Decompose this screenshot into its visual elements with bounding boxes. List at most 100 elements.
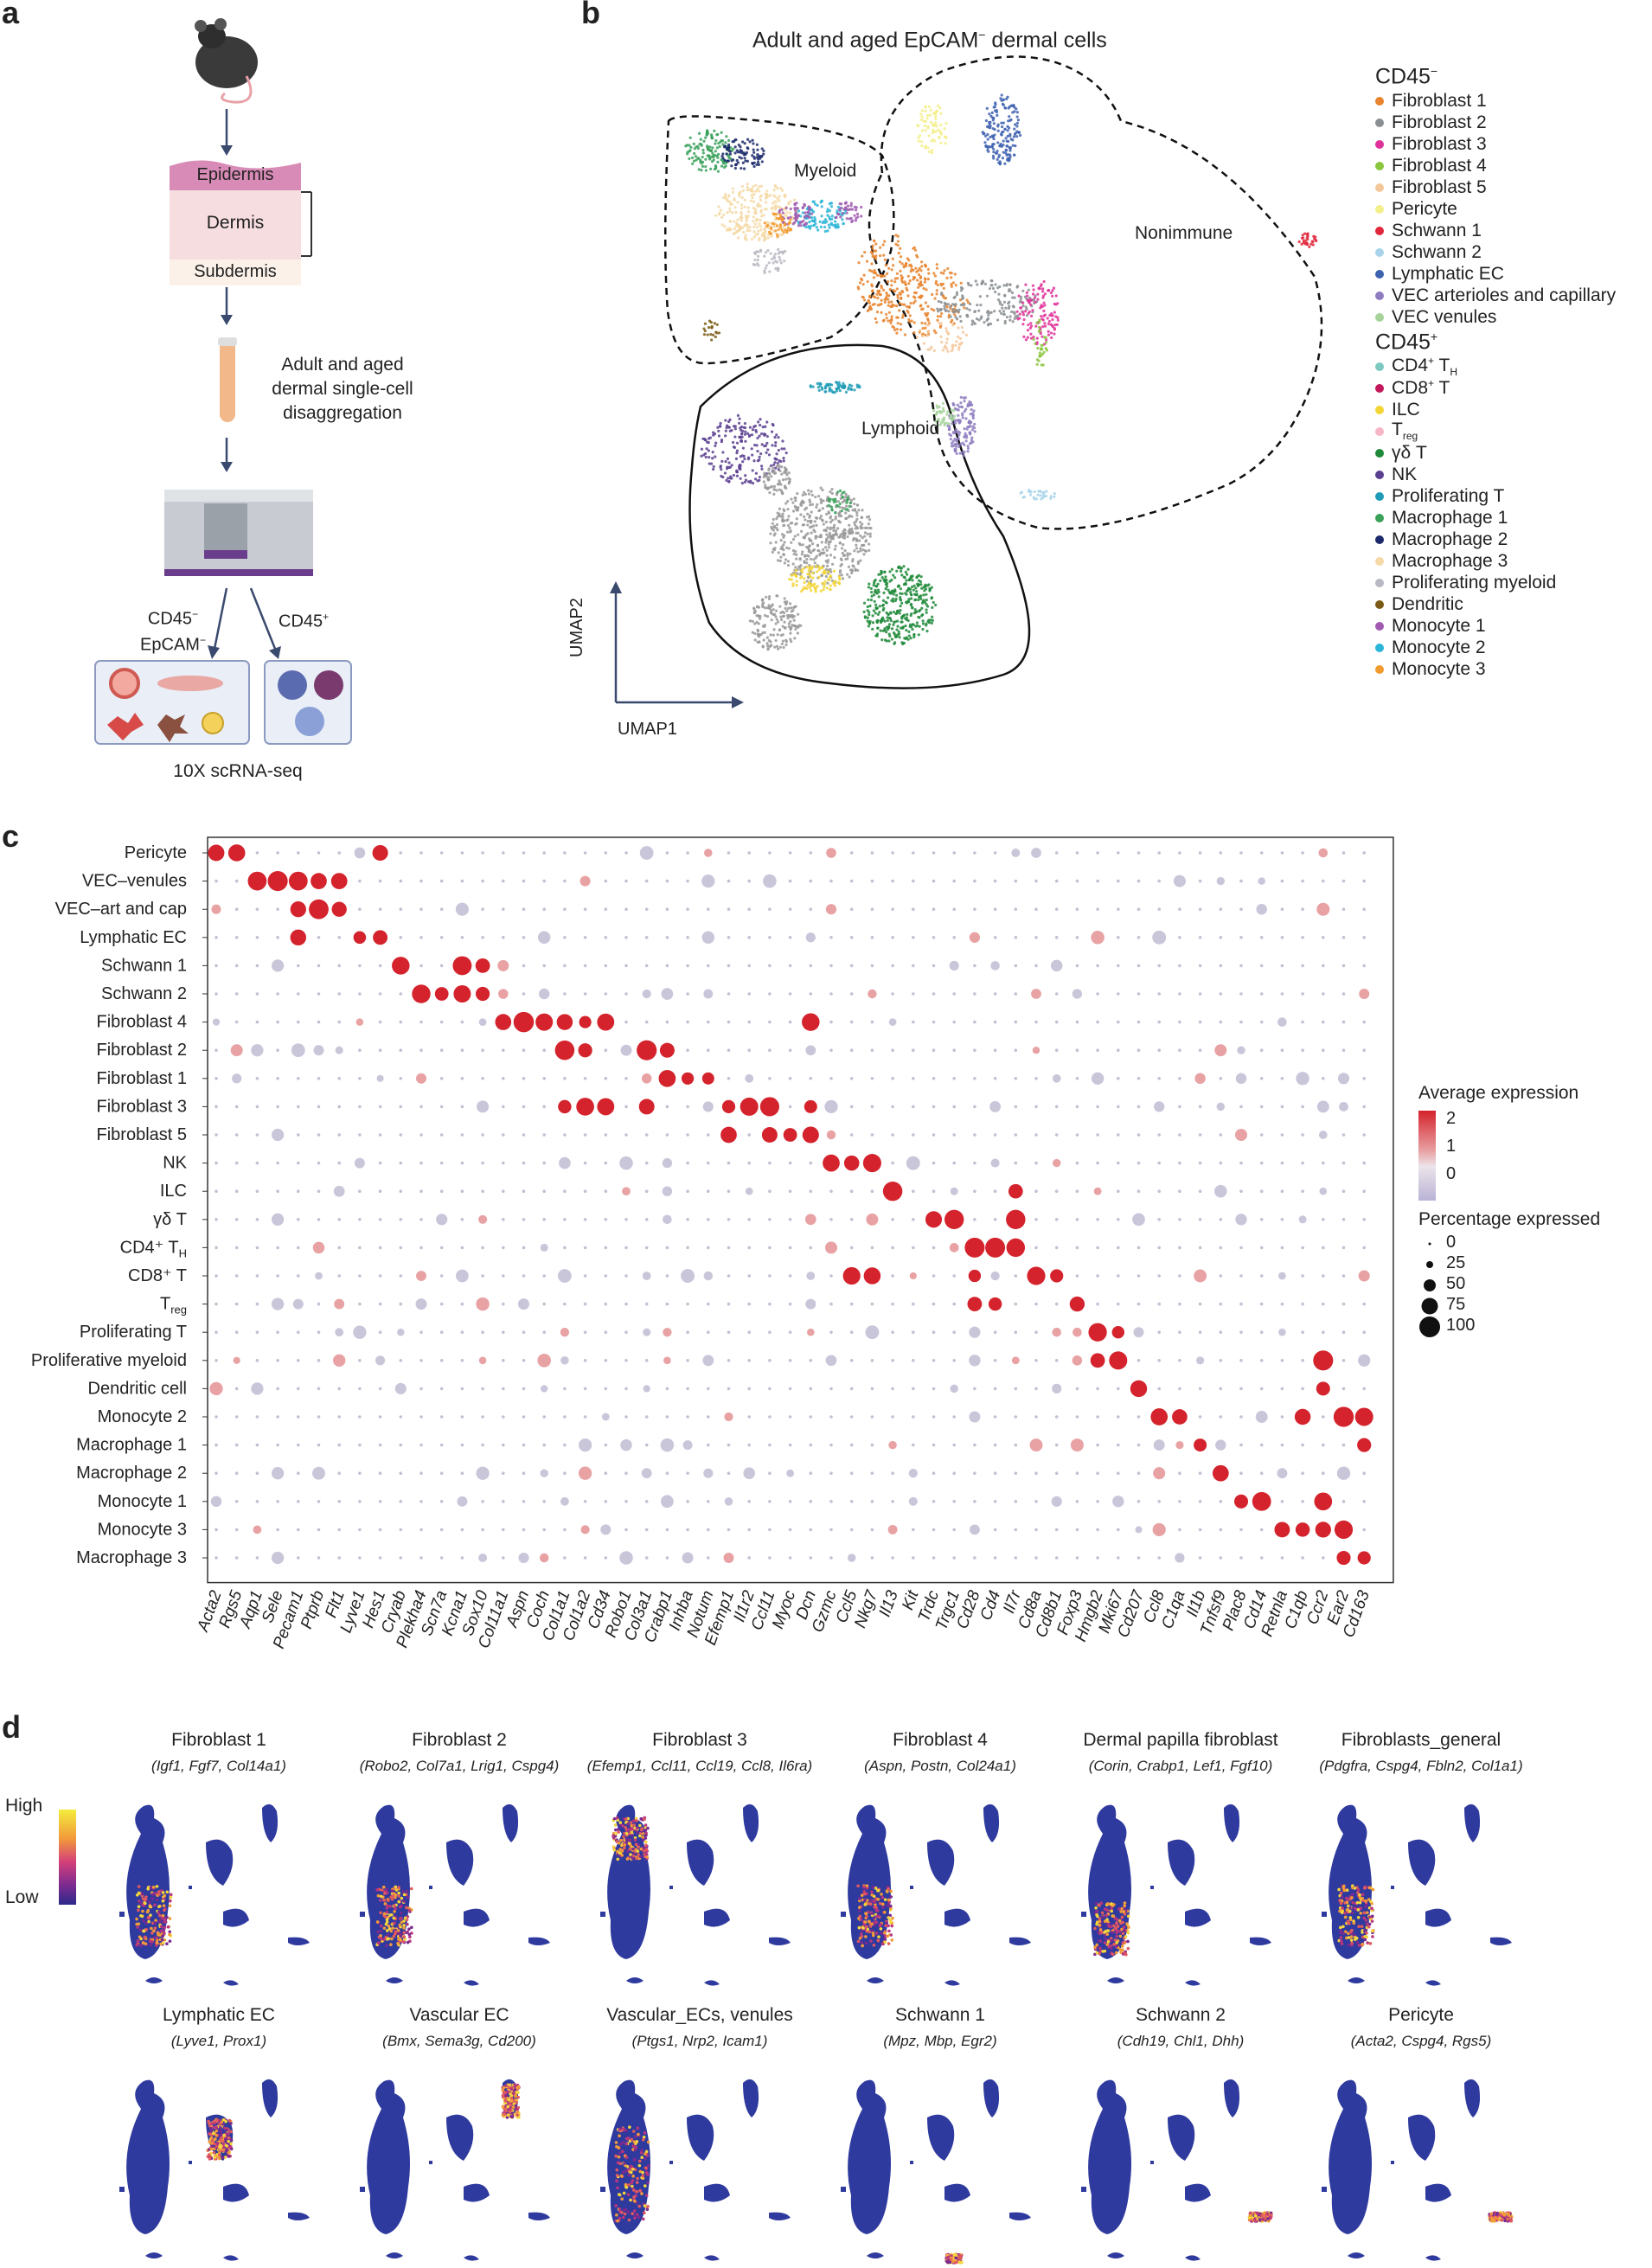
dot-mark bbox=[297, 992, 300, 996]
dot-mark bbox=[276, 1048, 279, 1052]
dot-mark bbox=[1014, 1077, 1018, 1080]
dot-mark bbox=[522, 1471, 526, 1475]
dot-mark bbox=[644, 1528, 649, 1532]
umap2-label: UMAP2 bbox=[567, 598, 586, 657]
dot-mark bbox=[1070, 1438, 1084, 1452]
dot-mark bbox=[1014, 1048, 1018, 1052]
dot-mark bbox=[964, 1237, 985, 1258]
dot-mark bbox=[331, 901, 347, 917]
dot-mark bbox=[439, 1133, 444, 1137]
dot-mark bbox=[1178, 1528, 1181, 1532]
dot-mark bbox=[788, 1500, 792, 1503]
dot-mark bbox=[502, 1302, 505, 1306]
dot-mark bbox=[952, 936, 956, 939]
dot-mark bbox=[583, 1161, 587, 1165]
dot-mark bbox=[215, 1246, 218, 1250]
dot-mark bbox=[1096, 992, 1099, 996]
dot-mark bbox=[358, 1302, 362, 1306]
dot-mark bbox=[210, 1496, 222, 1508]
dot-mark bbox=[502, 1218, 505, 1221]
dot-mark bbox=[1178, 1471, 1181, 1475]
dot-mark bbox=[1362, 1020, 1366, 1024]
dot-mark bbox=[563, 936, 567, 939]
dot-mark bbox=[1314, 1492, 1333, 1511]
dot-mark bbox=[334, 1298, 345, 1310]
dot-mark bbox=[624, 1330, 628, 1334]
dot-mark bbox=[542, 964, 546, 968]
dot-mark bbox=[1075, 1500, 1079, 1503]
dot-mark bbox=[1362, 1500, 1366, 1503]
dot-mark bbox=[932, 879, 936, 883]
dot-mark bbox=[247, 871, 267, 891]
dot-mark bbox=[1178, 1077, 1181, 1080]
row-label: Fibroblast 2 bbox=[97, 1041, 188, 1060]
feature-plot-title: Lymphatic EC bbox=[163, 2005, 275, 2025]
dot-mark bbox=[255, 851, 259, 855]
row-label: ILC bbox=[160, 1182, 187, 1201]
dot-mark bbox=[297, 1471, 300, 1475]
dot-mark bbox=[542, 1077, 546, 1080]
dot-mark bbox=[849, 1330, 854, 1334]
dot-mark bbox=[1318, 1131, 1328, 1139]
dot-mark bbox=[1322, 1246, 1325, 1250]
dot-mark bbox=[1034, 1471, 1038, 1475]
dot-mark bbox=[952, 1471, 956, 1475]
dot-mark bbox=[378, 1048, 382, 1052]
dot-mark bbox=[1152, 930, 1167, 945]
dot-mark bbox=[747, 936, 751, 939]
dot-mark bbox=[624, 1274, 628, 1278]
legend-label: Macrophage 3 bbox=[1392, 550, 1508, 571]
dot-mark bbox=[1075, 1077, 1079, 1080]
dot-mark bbox=[399, 1133, 403, 1137]
dot-mark bbox=[1322, 1161, 1325, 1165]
dot-mark bbox=[337, 1218, 342, 1221]
dot-mark bbox=[583, 1077, 587, 1080]
dot-mark bbox=[1034, 1556, 1038, 1560]
dot-mark bbox=[215, 879, 218, 883]
dot-mark bbox=[1117, 1161, 1120, 1165]
dot-mark bbox=[604, 1471, 608, 1475]
dot-mark bbox=[686, 1189, 689, 1193]
dot-mark bbox=[1219, 1387, 1223, 1391]
dot-mark bbox=[768, 1330, 772, 1334]
dot-mark bbox=[1157, 1556, 1161, 1560]
dot-mark bbox=[1194, 1073, 1206, 1085]
dot-mark bbox=[665, 879, 669, 883]
dot-mark bbox=[1322, 1048, 1325, 1052]
dot-mark bbox=[1280, 1133, 1284, 1137]
dot-mark bbox=[1014, 1105, 1018, 1109]
dot-mark bbox=[870, 1189, 874, 1193]
dot-mark bbox=[373, 930, 388, 945]
dot-mark bbox=[768, 907, 772, 911]
dot-mark bbox=[807, 1328, 815, 1336]
dot-mark bbox=[542, 1443, 546, 1447]
dot-mark bbox=[788, 1359, 792, 1362]
dot-mark bbox=[727, 936, 731, 939]
dot-mark bbox=[1316, 1100, 1329, 1113]
dot-mark bbox=[1111, 1325, 1125, 1339]
dot-mark bbox=[1096, 907, 1099, 911]
dot-mark bbox=[276, 1443, 279, 1447]
dot-mark bbox=[1054, 879, 1059, 883]
dot-mark bbox=[522, 879, 526, 883]
dot-mark bbox=[891, 992, 894, 996]
feature-plot-genes: (Aspn, Postn, Col24a1) bbox=[864, 1758, 1016, 1774]
dot-mark bbox=[665, 1105, 669, 1109]
dot-mark bbox=[993, 1133, 997, 1137]
dot-mark bbox=[788, 1528, 792, 1532]
row-label: NK bbox=[163, 1154, 187, 1173]
dot-mark bbox=[358, 1105, 362, 1109]
dot-mark bbox=[460, 1189, 464, 1193]
dot-mark bbox=[1298, 1215, 1307, 1224]
subdermis-label: Subdermis bbox=[194, 262, 277, 281]
dot-mark bbox=[624, 907, 628, 911]
dot-mark bbox=[1198, 1161, 1202, 1165]
dot-mark bbox=[686, 1471, 689, 1475]
dot-mark bbox=[330, 873, 348, 889]
dot-mark bbox=[1234, 1128, 1248, 1142]
dot-mark bbox=[583, 1133, 587, 1137]
dot-mark bbox=[276, 936, 279, 939]
legend-swatch bbox=[1375, 383, 1384, 393]
dot-mark bbox=[912, 1302, 915, 1306]
dot-mark bbox=[727, 1020, 731, 1024]
